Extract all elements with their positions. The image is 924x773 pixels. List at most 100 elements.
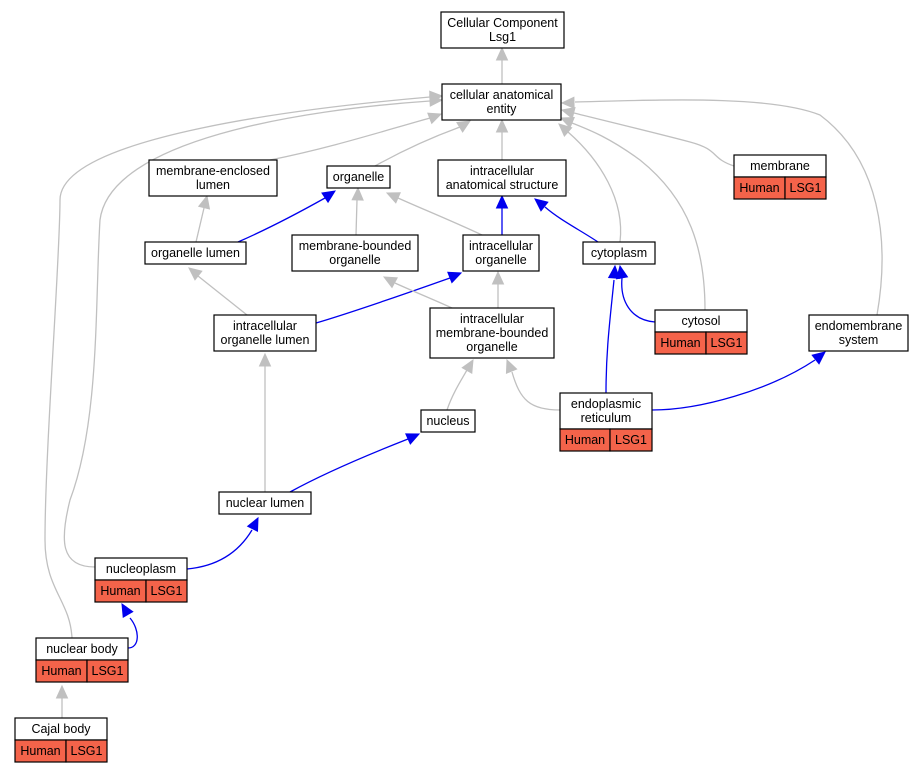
node-label: membrane-bounded: [436, 326, 549, 340]
arrowhead-icon: [560, 107, 576, 120]
node-label: organelle: [333, 170, 384, 184]
annotation-species: Human: [20, 744, 60, 758]
node-label: nucleoplasm: [106, 562, 176, 576]
edge-nl-to-nucleus: [289, 433, 421, 493]
edge-line: [621, 277, 656, 323]
annotation-gene: LSG1: [711, 336, 743, 350]
node-box: [429, 307, 555, 359]
arrowhead-icon: [607, 264, 621, 279]
node-nl[interactable]: nuclear lumen: [218, 491, 312, 515]
arrowhead-icon: [505, 358, 518, 374]
node-box: [213, 314, 317, 352]
node-organelle[interactable]: organelle: [326, 165, 391, 189]
edge-cytosol-to-cae: [559, 116, 706, 311]
node-label: anatomical structure: [446, 178, 559, 192]
node-label: entity: [487, 102, 518, 116]
node-label: Lsg1: [489, 30, 516, 44]
annotation-gene: LSG1: [92, 664, 124, 678]
arrowhead-icon: [558, 123, 573, 137]
annotation-cell: [705, 331, 748, 355]
edge-line: [289, 438, 409, 493]
arrowhead-icon: [495, 194, 509, 209]
arrowhead-icon: [427, 112, 443, 125]
edge-line: [195, 207, 205, 243]
node-box: [420, 409, 476, 433]
annotation-species: Human: [565, 433, 605, 447]
edge-cytoplasm-to-ias: [534, 198, 599, 243]
node-box: [148, 159, 278, 197]
node-nucleus[interactable]: nucleus: [420, 409, 476, 433]
node-label: endomembrane: [815, 319, 903, 333]
node-label: membrane: [750, 159, 810, 173]
edge-io-to-organelle: [385, 192, 483, 236]
annotation-species: Human: [660, 336, 700, 350]
node-box: [462, 234, 540, 272]
node-box: [437, 159, 567, 197]
edge-line: [237, 197, 326, 243]
edge-line: [127, 617, 138, 649]
node-cytoplasm[interactable]: cytoplasm: [582, 241, 656, 265]
edge-line: [186, 529, 253, 570]
annotation-cell: [145, 579, 188, 603]
edge-line: [197, 275, 248, 316]
node-label: organelle: [466, 340, 517, 354]
edge-er-to-imbo: [505, 358, 561, 411]
annotation-species: Human: [100, 584, 140, 598]
arrowhead-icon: [188, 267, 203, 281]
node-label: intracellular: [469, 239, 533, 253]
node-label: organelle lumen: [151, 246, 240, 260]
node-label: membrane-enclosed: [156, 164, 270, 178]
edge-ias-to-cae: [495, 118, 509, 160]
edge-line: [574, 99, 883, 316]
edge-line: [63, 100, 431, 568]
edge-er-to-cytoplasm: [605, 264, 621, 394]
arrowhead-icon: [385, 192, 401, 204]
node-box: [291, 234, 419, 272]
edge-line: [397, 197, 483, 236]
node-label: nuclear lumen: [226, 496, 305, 510]
node-label: membrane-bounded: [299, 239, 412, 253]
node-label: intracellular: [470, 164, 534, 178]
edge-membrane-to-cae: [560, 107, 735, 167]
arrowhead-icon: [534, 198, 549, 212]
annotation-cell: [86, 659, 129, 683]
arrowhead-icon: [615, 264, 629, 280]
node-label: lumen: [196, 178, 230, 192]
edge-ol-to-mel: [195, 194, 211, 243]
edge-nucleus-to-imbo: [446, 358, 474, 411]
edge-iol-to-io: [315, 271, 463, 324]
node-box: [326, 165, 391, 189]
edge-ol-to-organelle: [237, 190, 337, 243]
edge-line: [567, 131, 622, 243]
node-label: cytoplasm: [591, 246, 647, 260]
annotation-gene: LSG1: [151, 584, 183, 598]
annotation-species: Human: [739, 181, 779, 195]
node-label: intracellular: [233, 319, 297, 333]
annotation-species: Human: [41, 664, 81, 678]
annotation-cell: [609, 428, 653, 452]
arrowhead-icon: [495, 118, 509, 133]
edge-nl-to-iol: [258, 352, 272, 492]
arrowhead-icon: [495, 46, 509, 61]
node-label: nucleus: [426, 414, 469, 428]
annotation-gene: LSG1: [790, 181, 822, 195]
edge-line: [573, 112, 735, 167]
node-ol[interactable]: organelle lumen: [144, 241, 247, 265]
annotation-cell: [65, 739, 108, 763]
